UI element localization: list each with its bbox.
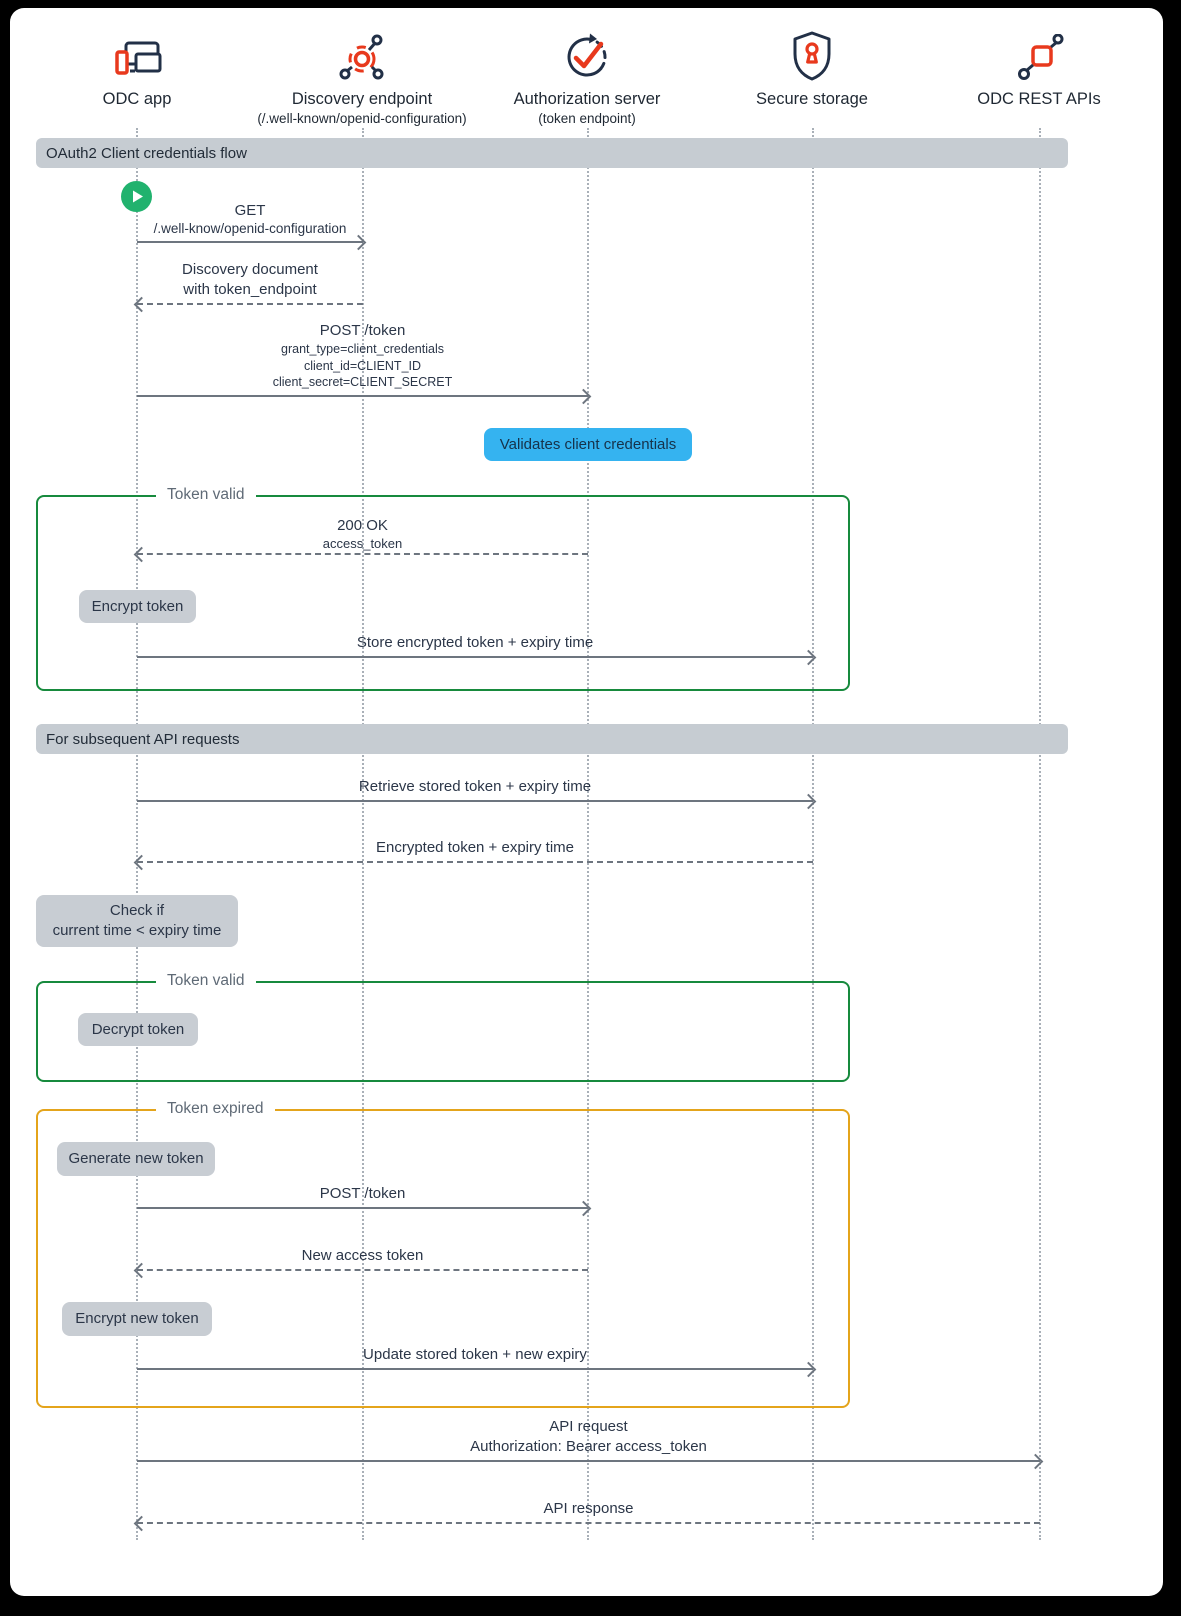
lifeline-odc-rest-apis <box>1039 128 1041 1540</box>
note-text: Generate new token <box>68 1150 204 1167</box>
section-label: For subsequent API requests <box>46 730 240 748</box>
fragment-token-expired: Token expired <box>36 1100 850 1408</box>
message-label-200-ok: 200 OK access_token <box>137 516 588 553</box>
fragment-label: Token expired <box>156 1100 275 1118</box>
fragment-token-valid-2: Token valid <box>36 972 850 1082</box>
odc-app-devices-icon <box>0 24 297 82</box>
note-generate-new-token: Generate new token <box>57 1142 215 1176</box>
actor-label: ODC app <box>102 90 172 108</box>
message-line: GET <box>234 202 266 219</box>
message-line: client_secret=CLIENT_SECRET <box>272 375 453 389</box>
message-label-get-config: GET /.well-know/openid-configuration <box>137 201 363 238</box>
message-line: 200 OK <box>337 517 388 534</box>
message-line: API response <box>543 1500 634 1517</box>
note-encrypt-token: Encrypt token <box>79 590 196 623</box>
note-text: Validates client credentials <box>499 435 677 453</box>
section-label: OAuth2 Client credentials flow <box>46 144 247 162</box>
arrow-get-config <box>137 234 367 251</box>
lifeline-secure-storage <box>812 128 814 1540</box>
arrow-new-access-token <box>133 1262 588 1279</box>
actor-secure-storage: Secure storage <box>652 24 972 109</box>
arrow-update-token <box>137 1361 817 1378</box>
auth-refresh-check-icon <box>427 24 747 82</box>
message-label-retrieve-token: Retrieve stored token + expiry time <box>137 777 813 797</box>
actor-sublabel: (token endpoint) <box>538 111 636 126</box>
arrow-encrypted-token <box>133 854 813 871</box>
message-label-api-response: API response <box>137 1499 1040 1519</box>
message-label-store-token: Store encrypted token + expiry time <box>137 633 813 653</box>
actor-label: Authorization server <box>513 90 661 108</box>
arrow-retrieve-token <box>137 793 817 810</box>
actor-label: Discovery endpoint <box>291 90 433 108</box>
message-label-new-access-token: New access token <box>137 1246 588 1266</box>
message-label-discovery-document: Discovery document with token_endpoint <box>137 260 363 300</box>
rest-api-nodes-icon <box>879 24 1181 82</box>
message-line: Retrieve stored token + expiry time <box>358 778 592 795</box>
message-line: access_token <box>322 536 403 551</box>
arrow-post-token-credentials <box>137 388 592 405</box>
note-check-expiry: Check if current time < expiry time <box>36 895 238 947</box>
message-line: POST /token <box>319 322 406 339</box>
message-line: Encrypted token + expiry time <box>375 839 574 856</box>
note-text: Encrypt new token <box>75 1310 199 1327</box>
message-line: client_id=CLIENT_ID <box>303 358 422 373</box>
section-band-oauth2-flow: OAuth2 Client credentials flow <box>36 138 1068 168</box>
message-label-update-token: Update stored token + new expiry <box>137 1345 813 1365</box>
actor-label: Secure storage <box>756 90 868 108</box>
note-encrypt-new-token: Encrypt new token <box>62 1302 212 1336</box>
message-line: Store encrypted token + expiry time <box>356 634 594 651</box>
arrow-api-response <box>133 1515 1040 1532</box>
message-label-post-token-renew: POST /token <box>137 1184 588 1204</box>
note-text: Decrypt token <box>91 1020 185 1038</box>
arrow-post-token-renew <box>137 1200 592 1217</box>
message-label-api-request: API request Authorization: Bearer access… <box>137 1417 1040 1457</box>
message-label-encrypted-token: Encrypted token + expiry time <box>137 838 813 858</box>
message-line: grant_type=client_credentials <box>281 342 444 356</box>
note-decrypt-token: Decrypt token <box>78 1013 198 1046</box>
start-play-icon <box>121 181 152 212</box>
actor-label: ODC REST APIs <box>977 90 1101 108</box>
note-validates-client-credentials: Validates client credentials <box>484 428 692 461</box>
actor-authorization-server: Authorization server (token endpoint) <box>427 24 747 126</box>
message-line: New access token <box>301 1247 424 1264</box>
actor-odc-app: ODC app <box>0 24 297 109</box>
discovery-network-icon <box>202 24 522 82</box>
note-text: Encrypt token <box>91 597 184 615</box>
fragment-label: Token valid <box>156 486 256 504</box>
note-text: Check if <box>109 902 165 919</box>
section-band-subsequent-requests: For subsequent API requests <box>36 724 1068 754</box>
lifeline-odc-app <box>136 128 138 1540</box>
lifeline-authorization-server <box>587 128 589 1540</box>
fragment-label: Token valid <box>156 972 256 990</box>
fragment-token-valid-1: Token valid <box>36 486 850 691</box>
message-line: Discovery document <box>182 261 318 278</box>
actor-sublabel: (/.well-known/openid-configuration) <box>257 111 467 126</box>
lifeline-discovery-endpoint <box>362 128 364 1540</box>
actor-odc-rest-apis: ODC REST APIs <box>879 24 1181 109</box>
actor-discovery-endpoint: Discovery endpoint (/.well-known/openid-… <box>202 24 522 126</box>
note-text: current time < expiry time <box>52 922 222 939</box>
message-line: API request <box>549 1418 628 1435</box>
message-line: Update stored token + new expiry <box>363 1346 587 1363</box>
arrow-200-ok <box>133 546 588 563</box>
message-label-post-token-credentials: POST /token grant_type=client_credential… <box>137 321 588 391</box>
message-line: /.well-know/openid-configuration <box>153 221 347 236</box>
arrow-discovery-document <box>133 296 363 313</box>
message-line: Authorization: Bearer access_token <box>470 1438 707 1455</box>
arrow-store-token <box>137 649 817 666</box>
arrow-api-request <box>137 1453 1044 1470</box>
message-line: POST /token <box>319 1185 406 1202</box>
shield-lock-icon <box>652 24 972 82</box>
message-line: with token_endpoint <box>183 281 317 298</box>
